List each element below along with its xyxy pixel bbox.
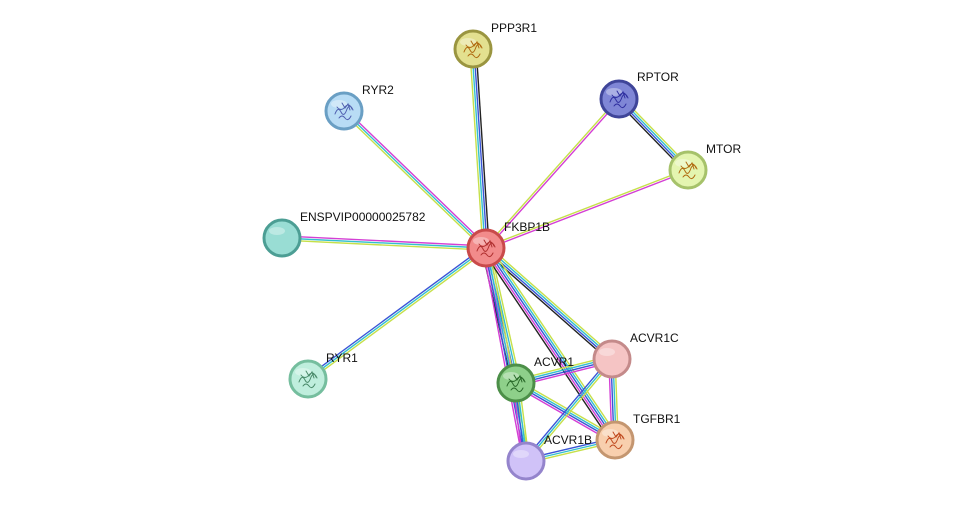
node-highlight bbox=[675, 159, 691, 167]
protein-structure-icon bbox=[506, 374, 526, 393]
node-ryr2[interactable] bbox=[324, 91, 364, 131]
node-circle[interactable] bbox=[506, 441, 546, 481]
edge-evidence-line bbox=[483, 248, 614, 442]
protein-structure-icon bbox=[678, 161, 698, 180]
node-acvr1[interactable] bbox=[496, 363, 536, 403]
node-label-acvr1c: ACVR1C bbox=[630, 331, 679, 345]
edge-fkbp1b-enspvip00000025782[interactable] bbox=[281, 235, 487, 251]
node-circle[interactable] bbox=[595, 420, 635, 460]
node-label-fkbp1b: FKBP1B bbox=[504, 220, 550, 234]
edge-evidence-line bbox=[481, 249, 613, 443]
node-enspvip00000025782[interactable] bbox=[262, 218, 302, 258]
node-circle[interactable] bbox=[453, 29, 493, 69]
node-label-rptor: RPTOR bbox=[637, 70, 679, 84]
node-label-ryr2: RYR2 bbox=[362, 83, 394, 97]
edge-evidence-line bbox=[523, 357, 611, 461]
node-circle[interactable] bbox=[668, 150, 708, 190]
protein-structure-icon bbox=[334, 102, 354, 121]
edge-fkbp1b-mtor[interactable] bbox=[485, 168, 689, 250]
node-highlight bbox=[503, 372, 519, 380]
node-highlight bbox=[460, 38, 476, 46]
node-label-ryr1: RYR1 bbox=[326, 351, 358, 365]
edge-fkbp1b-rptor[interactable] bbox=[484, 97, 621, 250]
edge-evidence-line bbox=[484, 248, 612, 361]
node-circle[interactable] bbox=[592, 339, 632, 379]
edge-evidence-line bbox=[487, 245, 615, 358]
node-circle[interactable] bbox=[599, 79, 639, 119]
node-fkbp1b[interactable] bbox=[466, 228, 506, 268]
node-highlight bbox=[513, 450, 529, 458]
edge-evidence-line bbox=[484, 97, 619, 248]
edge-evidence-line bbox=[487, 246, 618, 440]
edge-evidence-line bbox=[342, 112, 486, 251]
edge-evidence-line bbox=[282, 235, 487, 247]
node-label-tgfbr1: TGFBR1 bbox=[633, 412, 681, 426]
edge-evidence-line bbox=[485, 168, 688, 248]
node-mtor[interactable] bbox=[668, 150, 708, 190]
edge-fkbp1b-ppp3r1[interactable] bbox=[469, 48, 490, 249]
edge-evidence-line bbox=[471, 49, 486, 249]
node-circle[interactable] bbox=[324, 91, 364, 131]
nodes-layer bbox=[262, 29, 708, 481]
edge-evidence-line bbox=[527, 359, 615, 463]
node-label-mtor: MTOR bbox=[706, 142, 741, 156]
node-ppp3r1[interactable] bbox=[453, 29, 493, 69]
edge-evidence-line bbox=[473, 48, 488, 248]
node-ryr1[interactable] bbox=[288, 359, 328, 399]
edge-evidence-line bbox=[343, 110, 487, 249]
edge-evidence-line bbox=[475, 48, 490, 248]
edge-evidence-line bbox=[488, 245, 620, 439]
edge-evidence-line bbox=[486, 99, 621, 250]
protein-structure-icon bbox=[609, 90, 629, 109]
node-circle[interactable] bbox=[496, 363, 536, 403]
node-acvr1c[interactable] bbox=[592, 339, 632, 379]
edge-evidence-line bbox=[281, 239, 486, 251]
edge-evidence-line bbox=[306, 245, 486, 378]
edge-evidence-line bbox=[344, 108, 488, 247]
edge-fkbp1b-ryr1[interactable] bbox=[306, 245, 488, 382]
node-highlight bbox=[331, 100, 347, 108]
node-label-ppp3r1: PPP3R1 bbox=[491, 21, 537, 35]
edge-fkbp1b-ryr2[interactable] bbox=[342, 108, 488, 251]
node-highlight bbox=[269, 227, 285, 235]
edge-evidence-line bbox=[486, 246, 614, 359]
edge-evidence-line bbox=[486, 170, 689, 250]
edge-evidence-line bbox=[485, 247, 616, 441]
protein-structure-icon bbox=[605, 431, 625, 450]
protein-structure-icon bbox=[463, 40, 483, 59]
node-highlight bbox=[602, 429, 618, 437]
node-label-acvr1b: ACVR1B bbox=[544, 433, 592, 447]
node-label-acvr1: ACVR1 bbox=[534, 355, 574, 369]
edge-evidence-line bbox=[308, 249, 488, 382]
node-tgfbr1[interactable] bbox=[595, 420, 635, 460]
node-label-enspvip00000025782: ENSPVIP00000025782 bbox=[300, 210, 426, 224]
edge-evidence-line bbox=[525, 358, 613, 462]
node-circle[interactable] bbox=[466, 228, 506, 268]
node-highlight bbox=[295, 368, 311, 376]
edge-acvr1c-acvr1b[interactable] bbox=[523, 357, 615, 463]
node-highlight bbox=[599, 348, 615, 356]
edge-evidence-line bbox=[307, 247, 487, 380]
edge-evidence-line bbox=[281, 237, 487, 249]
edge-fkbp1b-tgfbr1[interactable] bbox=[481, 245, 620, 443]
protein-structure-icon bbox=[476, 239, 496, 258]
node-highlight bbox=[473, 237, 489, 245]
node-rptor[interactable] bbox=[599, 79, 639, 119]
edge-evidence-line bbox=[482, 248, 524, 462]
node-acvr1b[interactable] bbox=[506, 441, 546, 481]
node-circle[interactable] bbox=[262, 218, 302, 258]
node-circle[interactable] bbox=[288, 359, 328, 399]
edge-evidence-line bbox=[469, 49, 484, 249]
node-highlight bbox=[606, 88, 622, 96]
protein-structure-icon bbox=[298, 370, 318, 389]
